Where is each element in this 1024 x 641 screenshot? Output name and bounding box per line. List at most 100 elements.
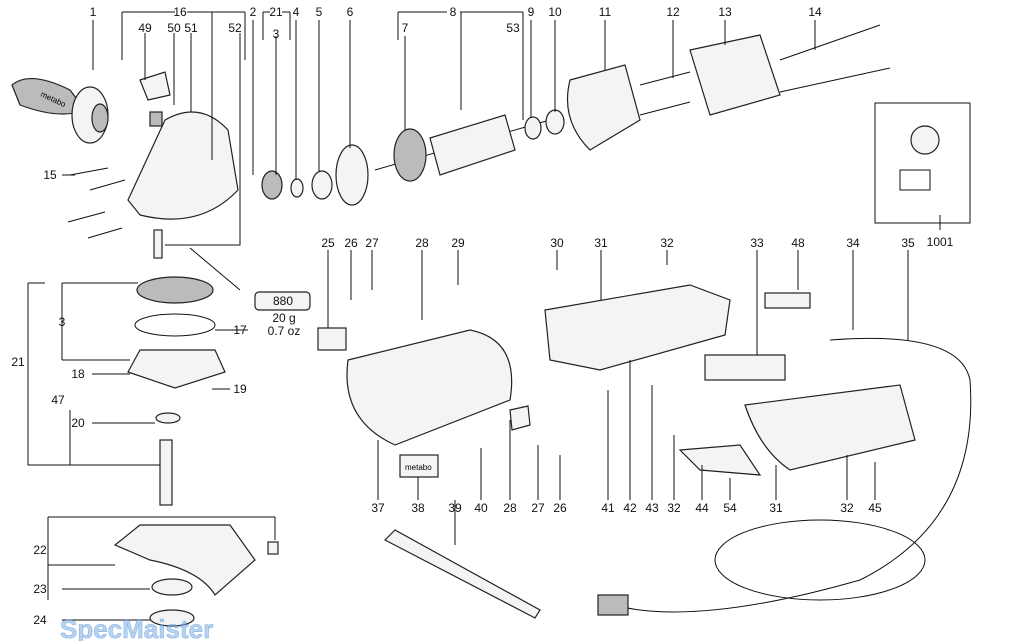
wiring-switch-symbol [899, 169, 931, 191]
leader-lines [27, 11, 941, 621]
callout-label: 21 [11, 355, 25, 369]
callout-label: 51 [184, 21, 198, 35]
o-ring [134, 313, 216, 337]
callout-label: 29 [451, 236, 465, 250]
nameplate-38 [399, 454, 439, 478]
bearing-9 [524, 116, 542, 140]
gear-housing [127, 111, 239, 220]
callout-label: 28 [503, 501, 517, 515]
callout-label: 50 [167, 21, 181, 35]
callout-label: 25 [321, 236, 335, 250]
callout-label: 38 [411, 501, 425, 515]
callout-label: 4 [293, 5, 300, 19]
callout-label: 15 [43, 168, 57, 182]
ring-10 [545, 109, 565, 135]
callout-label: 26 [553, 501, 567, 515]
callout-label: 52 [228, 21, 242, 35]
nameplate-logo: metabo [405, 463, 432, 472]
guard-clamp [267, 541, 279, 555]
callout-label: 30 [550, 236, 564, 250]
callout-label: 10 [548, 5, 562, 19]
wheel-guard [113, 524, 256, 596]
button-cap [139, 71, 171, 101]
callout-label: 7 [402, 21, 409, 35]
cover-44 [678, 444, 762, 476]
callout-label: 22 [33, 543, 47, 557]
bearing-5 [311, 170, 333, 200]
callout-label: 11 [599, 5, 612, 19]
callout-label: 16 [173, 5, 187, 19]
clamp-nut-24 [149, 609, 195, 627]
callout-label: 42 [623, 501, 637, 515]
parts: metabo [11, 24, 972, 627]
spindle-pin [153, 229, 163, 259]
callout-label: 49 [138, 21, 152, 35]
cord-coil [714, 519, 926, 601]
screw-12 [639, 71, 691, 86]
callout-label: 20 g [272, 311, 295, 325]
label-25 [317, 327, 347, 351]
motor-housing-37 [346, 329, 513, 446]
callout-label: 880 [273, 294, 293, 308]
callout-label: 54 [723, 501, 737, 515]
callout-label: 27 [365, 236, 379, 250]
callout-label: 19 [233, 382, 247, 396]
wiring-motor-symbol [910, 125, 940, 155]
callout-label: 20 [71, 416, 85, 430]
callout-label: 31 [769, 501, 783, 515]
callout-label: 14 [808, 5, 822, 19]
armature [374, 114, 551, 182]
callout-label: 32 [667, 501, 681, 515]
callout-label: 8 [450, 5, 457, 19]
plug [597, 594, 629, 616]
callout-label: 17 [233, 323, 247, 337]
spindle [159, 439, 173, 506]
grease-tube [189, 247, 311, 311]
callout-label: 3 [59, 315, 66, 329]
callout-label: 23 [33, 582, 47, 596]
screw-12b [639, 101, 691, 116]
support-flange-23 [151, 578, 193, 596]
callout-label: 45 [868, 501, 882, 515]
callout-label: 28 [415, 236, 429, 250]
watermark: SpecMaister [60, 614, 213, 641]
callout-label: 21 [269, 5, 283, 19]
field-coil-13 [689, 34, 781, 116]
callout-label: 32 [840, 501, 854, 515]
side-handle: metabo [11, 77, 109, 144]
wiring-diagram-frame [874, 102, 971, 224]
callout-label: 13 [718, 5, 732, 19]
callout-label: 34 [846, 236, 860, 250]
lead-wire-14 [779, 24, 891, 93]
callout-label: 40 [474, 501, 488, 515]
callout-label: 27 [531, 501, 545, 515]
callout-label: 43 [645, 501, 659, 515]
callout-label: 33 [750, 236, 764, 250]
callout-label: 0.7 oz [268, 324, 301, 338]
carbon-brush [509, 405, 531, 431]
callout-label: 44 [695, 501, 709, 515]
callout-label: 47 [51, 393, 65, 407]
bevel-gear [261, 170, 283, 200]
callout-label: 2 [250, 5, 257, 19]
callout-label: 32 [660, 236, 674, 250]
damper-48 [764, 292, 811, 309]
callout-label: 5 [316, 5, 323, 19]
callout-label: 39 [448, 501, 462, 515]
callout-label: 6 [347, 5, 354, 19]
callout-label: 53 [506, 21, 520, 35]
callout-label: 12 [666, 5, 680, 19]
flange-washer [155, 412, 181, 424]
callout-label: 48 [791, 236, 805, 250]
callout-label: 26 [344, 236, 358, 250]
power-cord [607, 337, 972, 613]
callout-label: 31 [594, 236, 608, 250]
washer [290, 178, 304, 198]
callout-label: 9 [528, 5, 535, 19]
callout-label: 1001 [927, 235, 954, 249]
spring [149, 111, 163, 127]
callout-label: 18 [71, 367, 85, 381]
screws [67, 167, 126, 239]
callout-label: 1 [90, 5, 97, 19]
